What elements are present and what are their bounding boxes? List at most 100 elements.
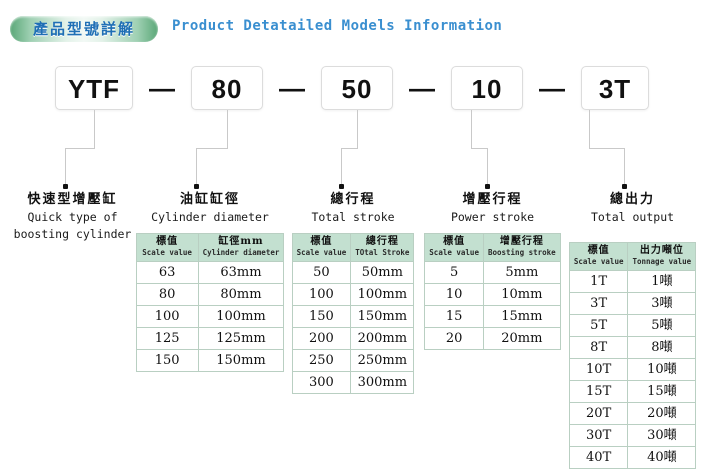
cell-scale-value: 50 <box>291 261 352 284</box>
connector-4-dot <box>485 184 490 189</box>
header-cn: 標值 <box>156 236 179 247</box>
column-4-title-cn: 增壓行程 <box>462 192 523 207</box>
header-en: Boosting stroke <box>487 248 556 257</box>
column-header-scale-value: 標值 Scale value <box>424 233 484 262</box>
header-en: Scale value <box>429 248 479 257</box>
cell-tonnage: 3噸 <box>627 292 697 315</box>
column-3-title-cn: 總行程 <box>330 192 376 207</box>
table-row: 100 100mm <box>291 283 415 306</box>
total-stroke-table: 標值 Scale value 總行程 TOtal Stroke 50 50mm … <box>291 233 415 394</box>
model-code-segment-5: 3T <box>581 66 649 110</box>
column-header-total-stroke: 總行程 TOtal Stroke <box>350 233 415 262</box>
table-header-row: 標值 Scale value 增壓行程 Boosting stroke <box>424 233 561 262</box>
cell-boosting-stroke: 20mm <box>482 327 561 350</box>
connector-2-horizontal <box>196 148 228 149</box>
cell-stroke: 100mm <box>350 283 415 306</box>
column-4-title-en: Power stroke <box>450 210 535 224</box>
cell-tonnage: 5噸 <box>627 314 697 337</box>
connector-3-dot <box>339 184 344 189</box>
header-cn: 增壓行程 <box>499 236 544 247</box>
total-output-table: 標值 Scale value 出力噸位 Tonnage value 1T 1噸 … <box>568 242 697 469</box>
cell-scale-value: 40T <box>568 446 629 469</box>
column-header-boosting-stroke: 增壓行程 Boosting stroke <box>482 233 561 262</box>
connector-4-vertical-bottom <box>487 148 488 186</box>
column-5-title-cn: 總出力 <box>609 192 655 207</box>
table-row: 8T 8噸 <box>568 336 697 359</box>
column-2-title-en: Cylinder diameter <box>151 210 269 224</box>
table-row: 10 10mm <box>424 283 561 306</box>
connector-4-vertical-top <box>471 110 472 148</box>
connector-3-vertical-top <box>357 110 358 148</box>
connector-1-dot <box>63 184 68 189</box>
header-en: Scale value <box>142 248 192 257</box>
cell-diameter: 80mm <box>197 283 285 306</box>
cell-scale-value: 150 <box>135 349 199 372</box>
page-header: 產品型號詳解 Product Detatailed Models Informa… <box>0 14 705 46</box>
table-header-row: 標值 Scale value 總行程 TOtal Stroke <box>291 233 415 262</box>
model-code-segment-2: 80 <box>191 66 263 110</box>
table-row: 5 5mm <box>424 261 561 284</box>
connector-4-horizontal <box>471 148 488 149</box>
connector-5-dot <box>622 184 627 189</box>
cell-tonnage: 10噸 <box>627 358 697 381</box>
power-stroke-table: 標值 Scale value 增壓行程 Boosting stroke 5 5m… <box>424 233 561 350</box>
page-title: Product Detatailed Models Information <box>172 18 503 34</box>
cell-scale-value: 15T <box>568 380 629 403</box>
cell-scale-value: 300 <box>291 371 352 394</box>
column-3-title-en: Total stroke <box>311 210 395 224</box>
table-row: 100 100mm <box>135 305 285 328</box>
model-code-separator-1: — <box>149 73 175 103</box>
cell-tonnage: 8噸 <box>627 336 697 359</box>
table-row: 63 63mm <box>135 261 285 284</box>
cell-boosting-stroke: 5mm <box>482 261 561 284</box>
column-1-title-en-line2: boosting cylinder <box>13 227 132 241</box>
header-en: Scale value <box>573 257 624 266</box>
cell-scale-value: 30T <box>568 424 629 447</box>
connector-5-horizontal <box>589 148 625 149</box>
cell-tonnage: 20噸 <box>627 402 697 425</box>
cell-scale-value: 5T <box>568 314 629 337</box>
model-code-segment-1: YTF <box>55 66 133 110</box>
cell-scale-value: 1T <box>568 270 629 293</box>
cell-scale-value: 10 <box>424 283 484 306</box>
header-cn: 標值 <box>443 236 466 247</box>
cell-scale-value: 63 <box>135 261 199 284</box>
header-cn: 總行程 <box>365 236 399 247</box>
cell-diameter: 150mm <box>197 349 285 372</box>
column-quick-type-boosting-cylinder: 快速型增壓缸 Quick type of boosting cylinder <box>0 192 145 242</box>
model-code-separator-3: — <box>409 73 435 103</box>
connector-1-vertical-top <box>94 110 95 148</box>
cell-scale-value: 15 <box>424 305 484 328</box>
cell-tonnage: 15噸 <box>627 380 697 403</box>
column-2-title-cn: 油缸缸徑 <box>179 192 240 207</box>
model-code-segment-3: 50 <box>321 66 393 110</box>
table-row: 10T 10噸 <box>568 358 697 381</box>
table-header-row: 標值 Scale value 出力噸位 Tonnage value <box>568 242 697 271</box>
cylinder-diameter-table: 標值 Scale value 缸徑mm Cylinder diameter 63… <box>135 233 285 372</box>
connector-3-horizontal <box>341 148 358 149</box>
cell-scale-value: 100 <box>291 283 352 306</box>
column-header-cylinder-diameter: 缸徑mm Cylinder diameter <box>197 233 285 262</box>
table-row: 40T 40噸 <box>568 446 697 469</box>
cell-stroke: 200mm <box>350 327 415 350</box>
cell-scale-value: 80 <box>135 283 199 306</box>
connector-5-vertical-top <box>589 110 590 148</box>
cell-tonnage: 1噸 <box>627 270 697 293</box>
table-row: 5T 5噸 <box>568 314 697 337</box>
cell-scale-value: 20T <box>568 402 629 425</box>
table-row: 250 250mm <box>291 349 415 372</box>
cell-scale-value: 5 <box>424 261 484 284</box>
table-row: 3T 3噸 <box>568 292 697 315</box>
column-header-scale-value: 標值 Scale value <box>291 233 352 262</box>
column-cylinder-diameter: 油缸缸徑 Cylinder diameter 標值 Scale value 缸徑… <box>135 192 285 372</box>
cell-tonnage: 30噸 <box>627 424 697 447</box>
column-1-title-en-line1: Quick type of <box>27 210 118 224</box>
column-power-stroke: 增壓行程 Power stroke 標值 Scale value 增壓行程 Bo… <box>420 192 565 350</box>
column-header-tonnage-value: 出力噸位 Tonnage value <box>627 242 697 271</box>
cell-scale-value: 10T <box>568 358 629 381</box>
cell-scale-value: 200 <box>291 327 352 350</box>
connector-1-horizontal <box>65 148 95 149</box>
connector-2-vertical-bottom <box>196 148 197 186</box>
cell-scale-value: 250 <box>291 349 352 372</box>
cell-stroke: 150mm <box>350 305 415 328</box>
